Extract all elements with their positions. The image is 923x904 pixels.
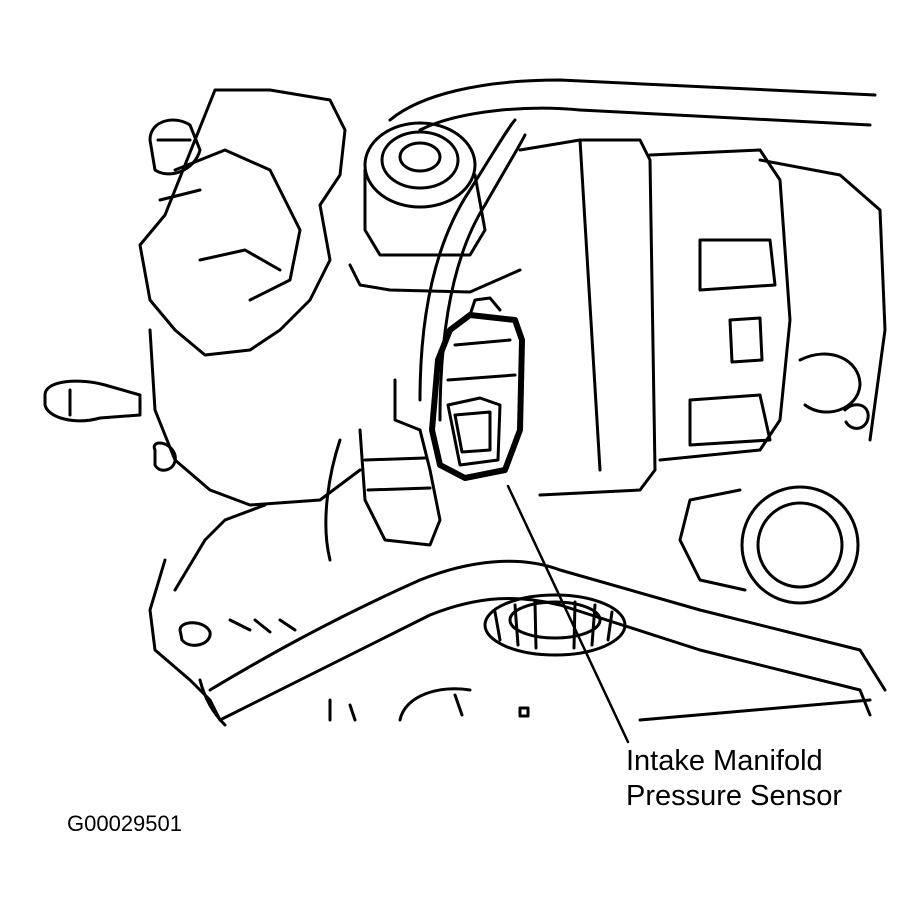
pressure-sensor (429, 296, 525, 481)
dipstick-handle (43, 379, 142, 423)
hose-connector (324, 428, 442, 562)
lower-pan (328, 687, 872, 722)
upper-hose (388, 78, 877, 132)
reservoir-cap (148, 118, 202, 176)
lower-left-block (148, 328, 362, 722)
vacuum-hose (393, 118, 527, 432)
callout-leader-line (506, 484, 630, 744)
intake-plenum (518, 138, 887, 497)
callout-label-line-1: Intake Manifold (626, 745, 823, 777)
figure-id: G00029501 (67, 811, 182, 836)
callout-label-line-2: Pressure Sensor (626, 780, 842, 812)
reservoir-housing (138, 88, 347, 357)
crank-pulley (483, 593, 627, 657)
front-cover (198, 559, 887, 727)
top-canister (348, 121, 522, 294)
lower-right-pulley (678, 403, 870, 605)
